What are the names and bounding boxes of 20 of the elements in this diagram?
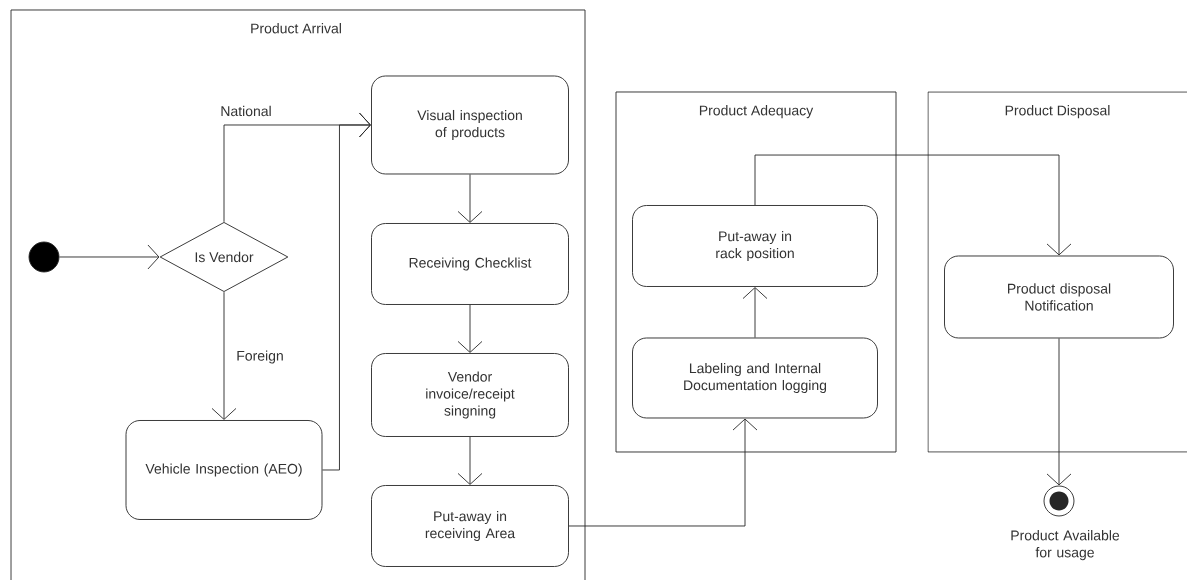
action-box: Put-away in rack position	[632, 205, 878, 287]
action-box: Visual inspection of products	[371, 75, 569, 175]
action-box: Receiving Checklist	[371, 223, 569, 305]
arrow	[568, 418, 758, 527]
node-caption: Product Available for usage	[1011, 530, 1120, 561]
arrow	[322, 112, 371, 471]
arrow	[1046, 338, 1072, 486]
end-node	[1043, 485, 1075, 517]
action-box: Product disposal Notification	[944, 255, 1174, 339]
action-box: Labeling and Internal Documentation logging	[632, 337, 878, 419]
start-node	[28, 241, 60, 273]
arrow	[211, 291, 237, 420]
arrow	[742, 287, 768, 338]
edge-label: National	[219, 104, 273, 118]
action-box: Put-away in receiving Area	[371, 485, 569, 567]
edge-label: Foreign	[235, 349, 285, 365]
arrow	[754, 154, 1072, 256]
arrow	[59, 244, 160, 270]
action-box: Vehicle Inspection (AEO)	[125, 420, 323, 520]
action-box: Vendor invoice/receipt singning	[371, 353, 569, 437]
